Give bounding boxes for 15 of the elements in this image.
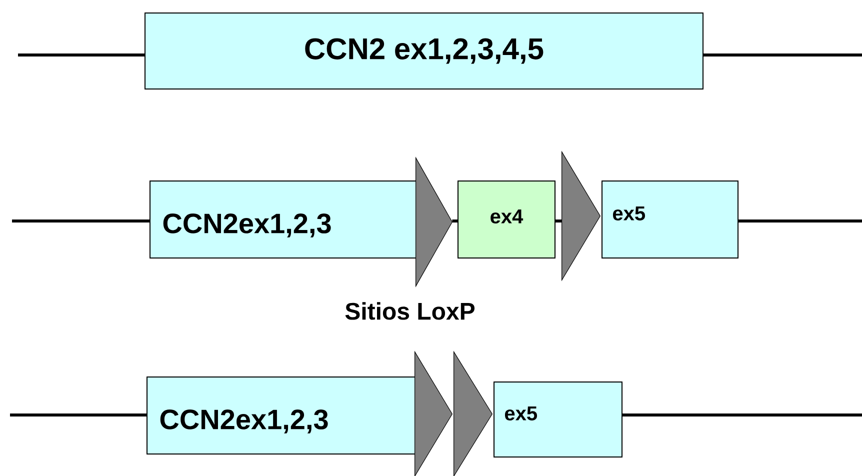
dna-line bbox=[452, 220, 458, 222]
dna-line bbox=[556, 220, 562, 222]
gene-box: CCN2ex1,2,3 bbox=[146, 376, 416, 454]
dna-line bbox=[738, 220, 862, 222]
dna-line bbox=[10, 414, 146, 416]
gene-box: ex5 bbox=[602, 180, 738, 258]
dna-line bbox=[622, 414, 862, 416]
gene-box: ex4 bbox=[458, 180, 556, 258]
gene-box: CCN2ex1,2,3 bbox=[150, 180, 418, 258]
dna-line bbox=[12, 220, 150, 222]
gene-box: ex5 bbox=[494, 382, 622, 458]
dna-line bbox=[704, 54, 862, 56]
gene-box: CCN2 ex1,2,3,4,5 bbox=[144, 12, 704, 90]
dna-line bbox=[18, 54, 144, 56]
site-label: Sitios LoxP bbox=[345, 302, 475, 320]
